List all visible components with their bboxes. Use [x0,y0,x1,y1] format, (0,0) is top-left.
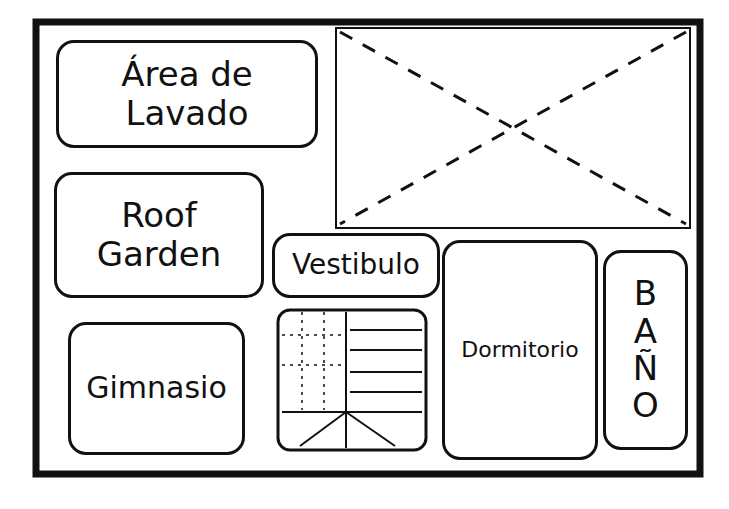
void-cross [340,32,686,224]
stair-step [350,391,422,393]
stair-symbol [278,310,426,450]
stair-winder [300,412,346,446]
stair-landing [282,411,422,413]
room-box: Área de Lavado [56,40,318,148]
outer-wall [36,22,700,474]
stair-step [350,371,422,373]
room-box: Dormitorio [442,240,598,460]
stair-dotted [282,364,344,366]
stair-dotted [282,334,344,336]
room-label: Vestibulo [292,249,420,281]
room-box: Vestibulo [272,233,440,298]
room-box: Gimnasio [68,322,245,455]
room-box: BAÑO [603,250,688,450]
room-label: Dormitorio [461,337,578,362]
stair-step [350,329,422,331]
room-label: Gimnasio [86,371,227,406]
room-label: Roof Garden [57,196,261,274]
stair-dotted [323,312,325,410]
stair-winder [345,412,347,448]
void-cross [340,32,686,224]
room-label: BAÑO [629,275,663,425]
stair-step [350,349,422,351]
stair-dotted [301,312,303,410]
room-label: Área de Lavado [59,55,315,133]
room-box: Roof Garden [54,172,264,298]
void-area [336,28,690,228]
stair-winder [346,412,395,446]
stair-divider [345,312,347,412]
stair-outline [278,310,426,450]
void-outline [336,28,690,228]
